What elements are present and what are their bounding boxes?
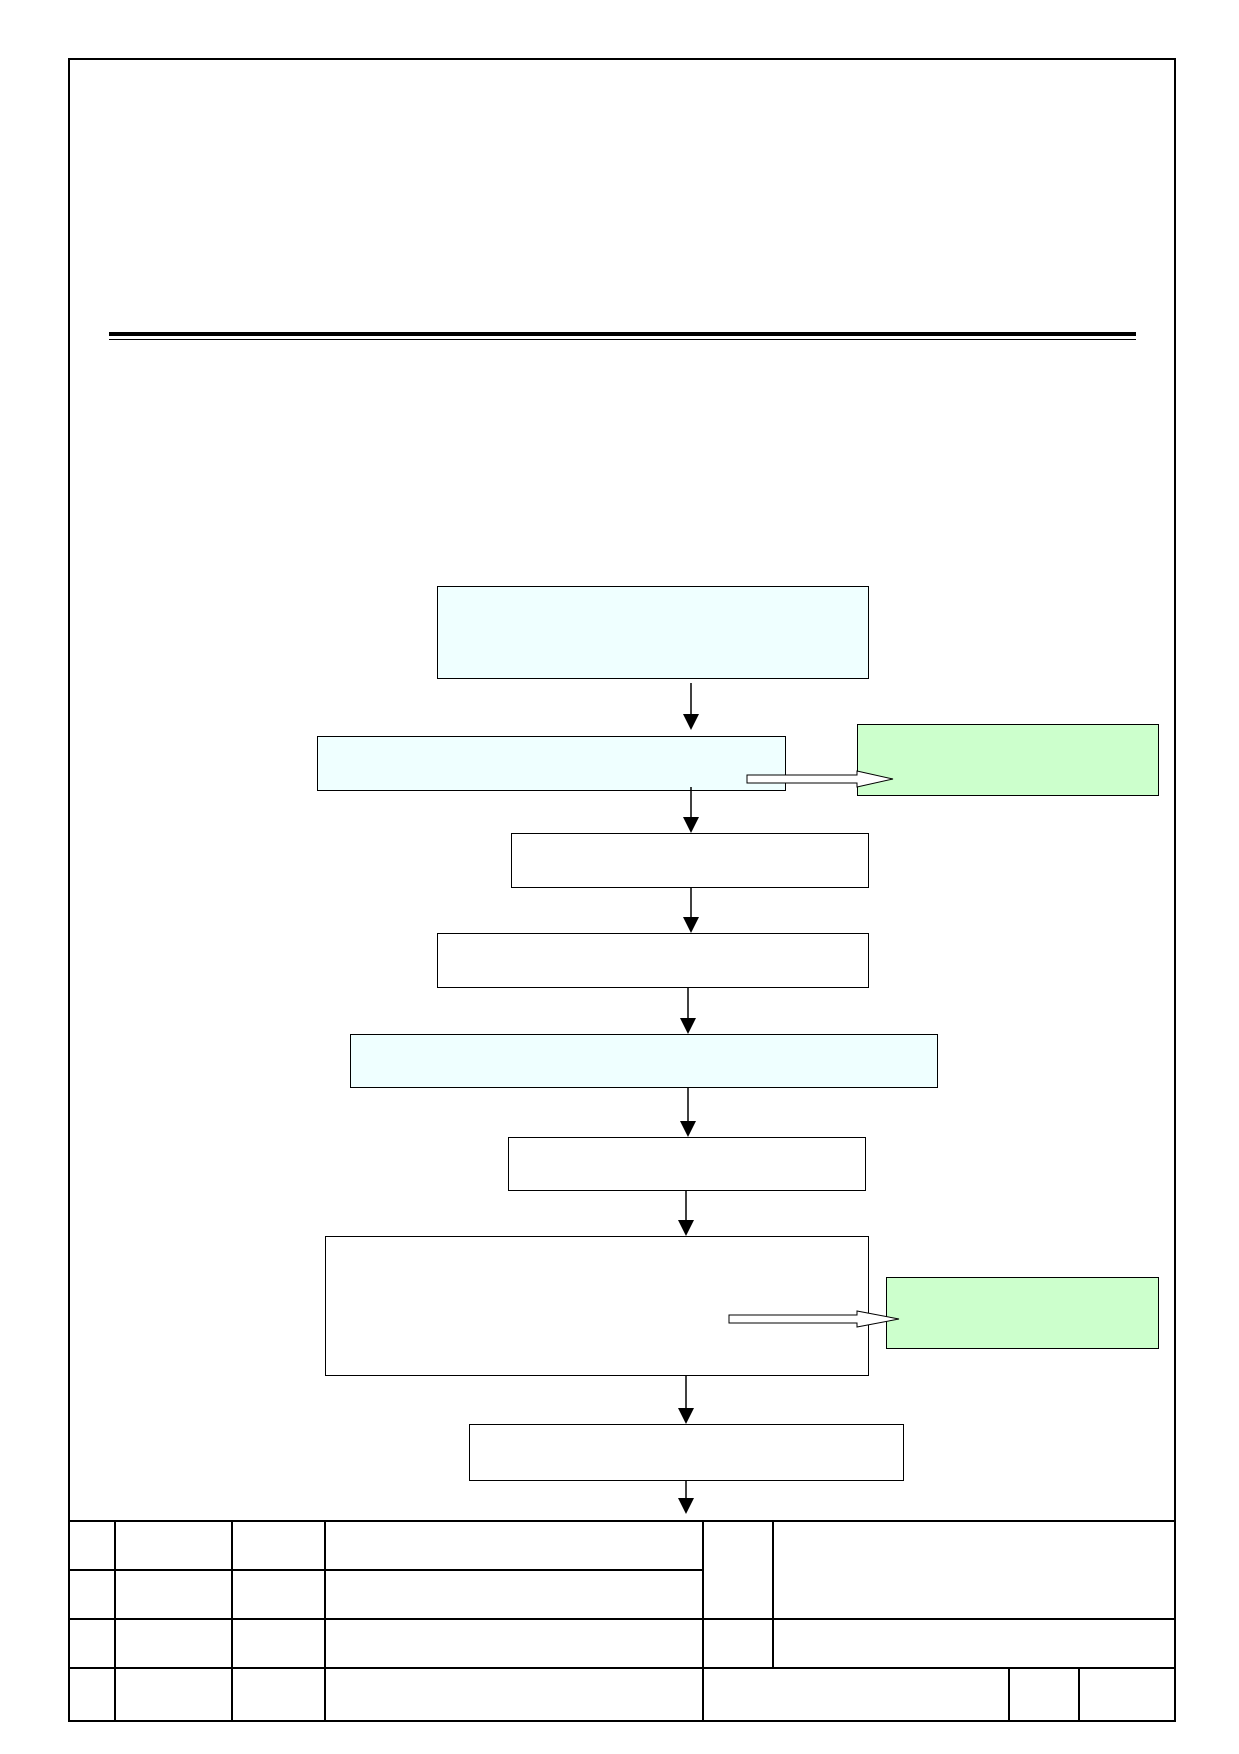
flow-step-4 (437, 933, 869, 988)
tb-vline-6 (1008, 1667, 1010, 1722)
flow-step-2 (317, 736, 786, 791)
tb-vline-3 (324, 1520, 326, 1722)
tb-vline-4 (702, 1520, 704, 1722)
tb-hline-3 (68, 1667, 1176, 1669)
side-output-2 (886, 1277, 1159, 1349)
tb-hline-2 (68, 1618, 1176, 1620)
flow-step-6 (508, 1137, 866, 1191)
side-output-1 (857, 724, 1159, 796)
header-rule-thick (109, 332, 1136, 336)
tb-hline-1 (68, 1569, 704, 1571)
page-frame (68, 58, 1176, 1722)
tb-vline-5 (772, 1520, 774, 1669)
flow-step-5 (350, 1034, 938, 1088)
flow-step-8 (469, 1424, 904, 1481)
tb-vline-2 (231, 1520, 233, 1722)
flow-step-3 (511, 833, 869, 888)
tb-vline-7 (1078, 1667, 1080, 1722)
flow-step-1 (437, 586, 869, 679)
tb-vline-1 (114, 1520, 116, 1722)
tb-hline-top (68, 1520, 1176, 1522)
title-block (68, 1520, 1176, 1722)
flow-step-7 (325, 1236, 869, 1376)
header-rule-thin (109, 339, 1136, 340)
